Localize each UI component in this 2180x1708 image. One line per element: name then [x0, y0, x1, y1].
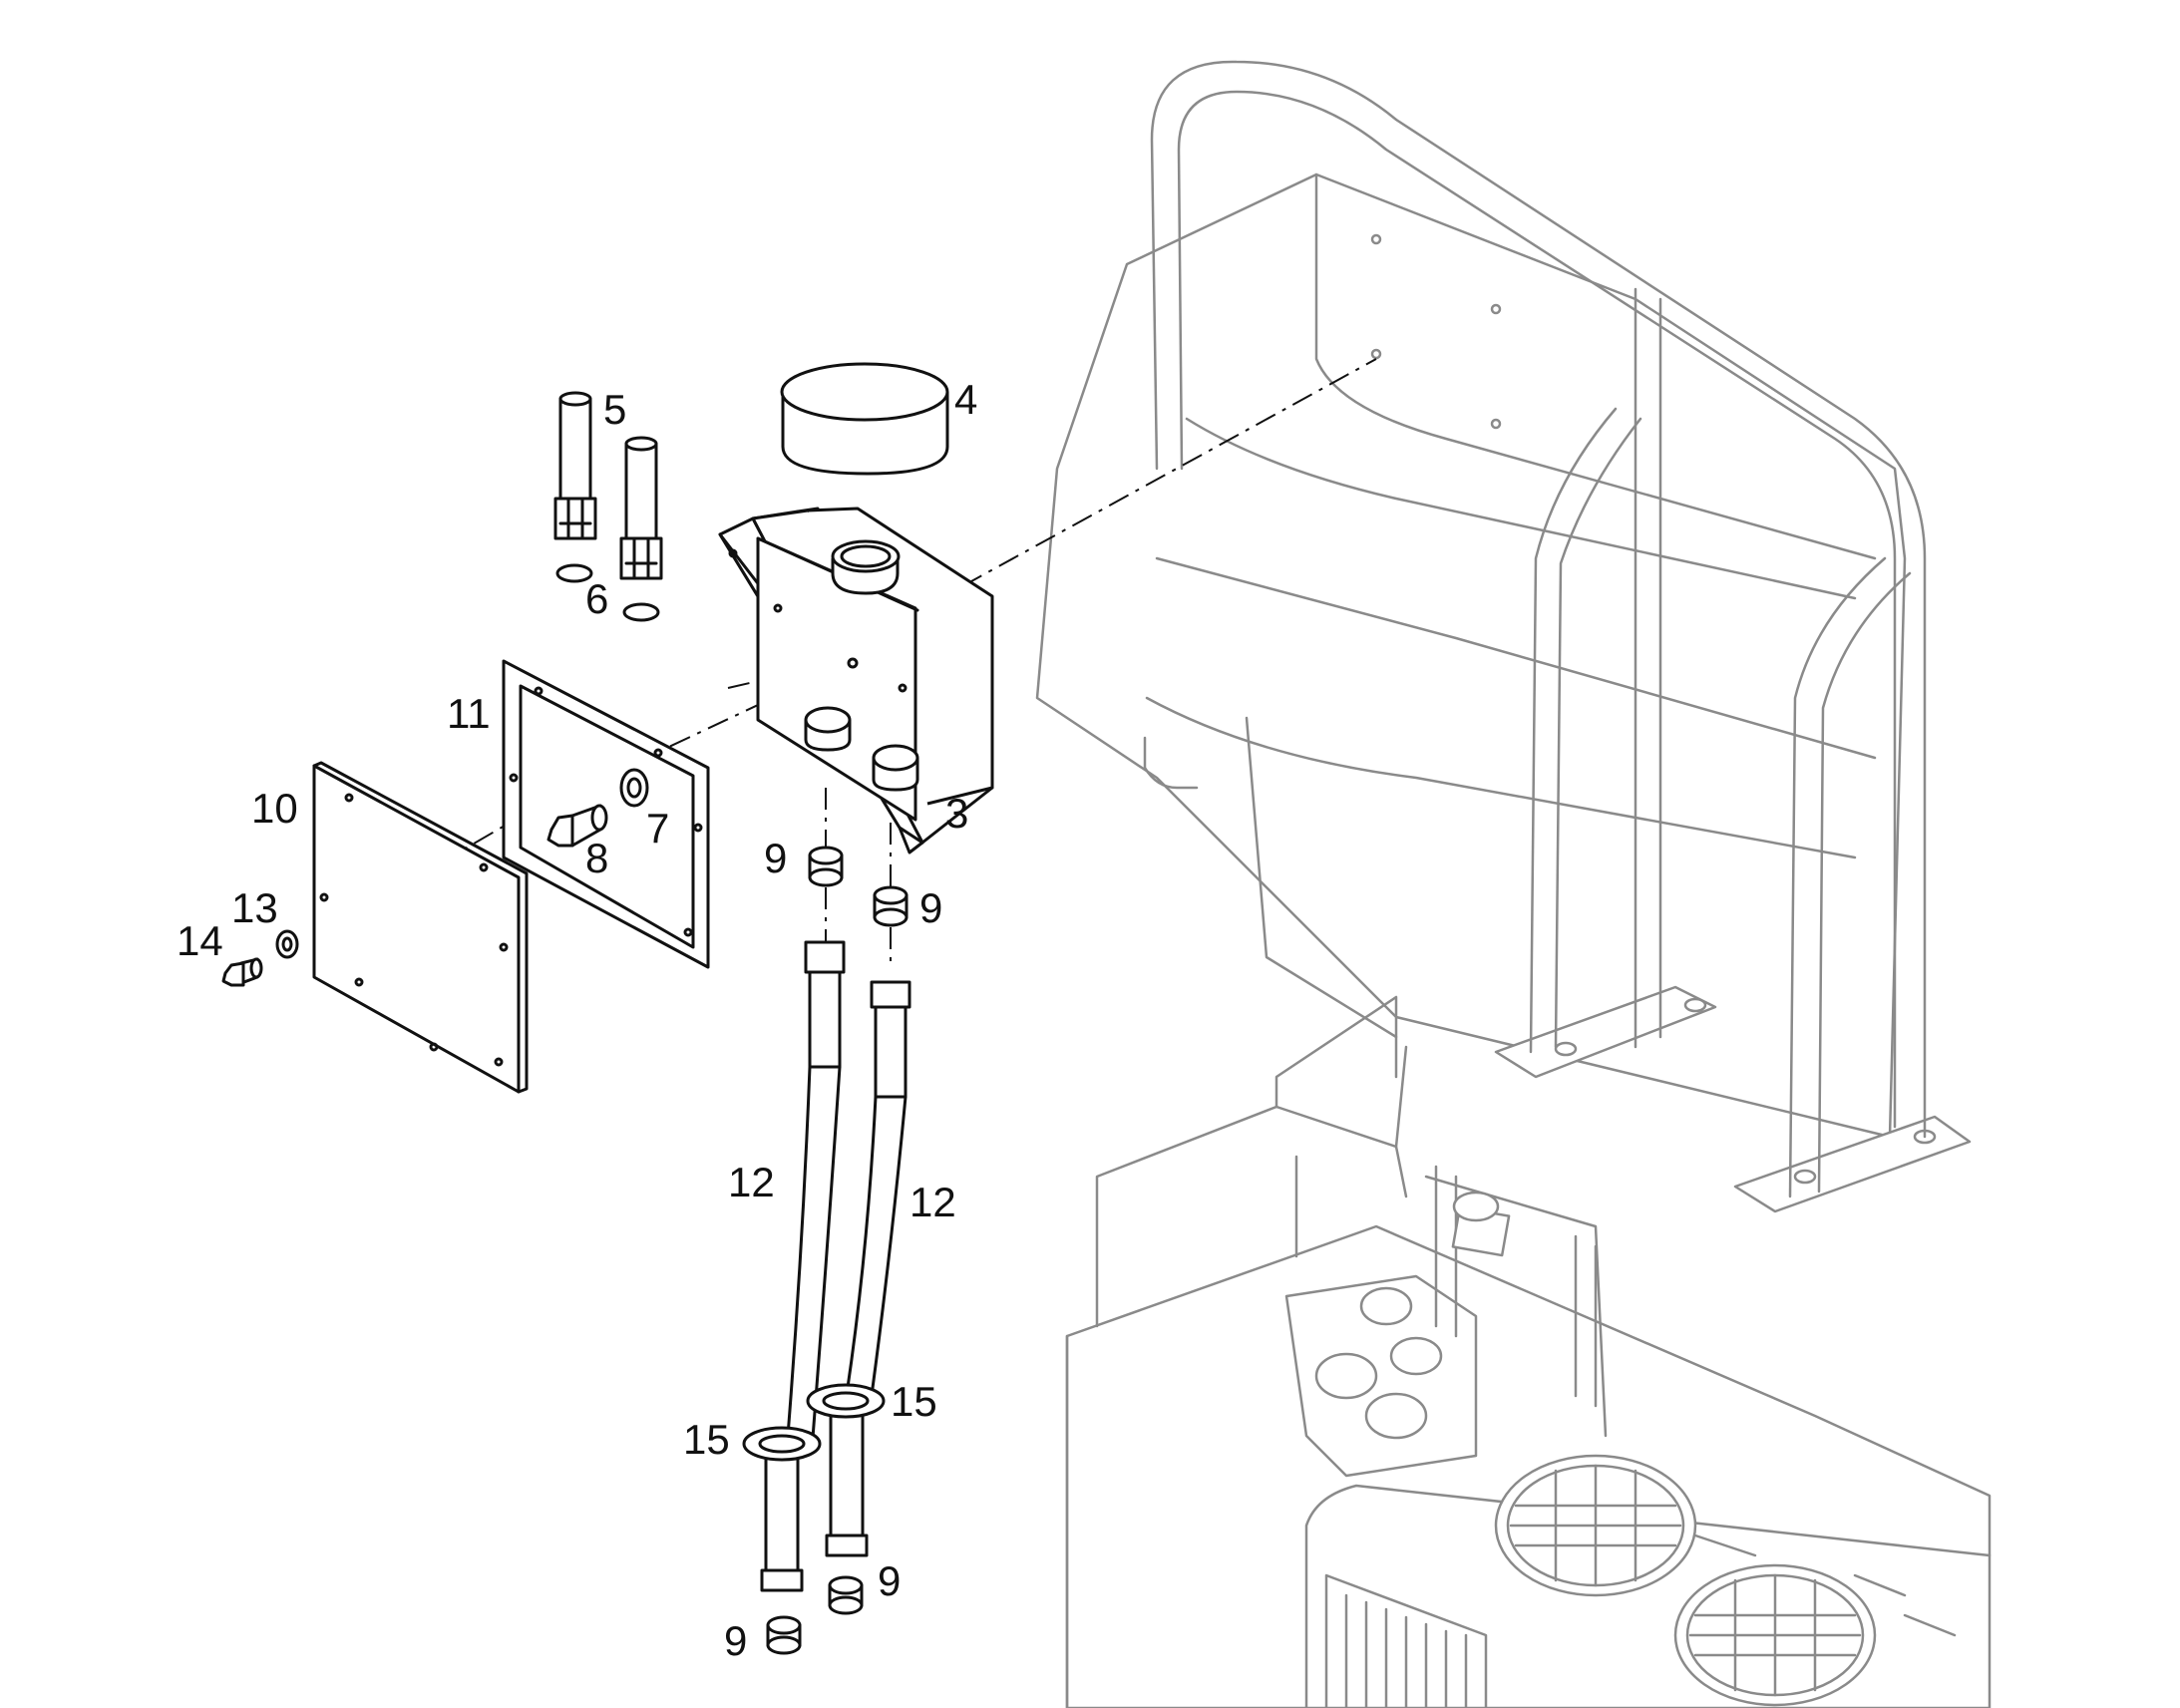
callout-6: 6: [585, 575, 608, 622]
callout-10: 10: [251, 785, 298, 832]
part-10-cover: [312, 761, 529, 1094]
callout-12b: 12: [909, 1179, 956, 1225]
callout-15b: 15: [891, 1378, 937, 1425]
callout-3: 3: [945, 790, 968, 837]
callout-14: 14: [177, 917, 223, 964]
callout-15a: 15: [683, 1416, 730, 1463]
machine-rear-context: [1035, 60, 1972, 1213]
callout-4: 4: [954, 376, 977, 423]
callout-9d: 9: [724, 1617, 747, 1664]
part-12-hoses: [760, 940, 911, 1592]
part-14-bolt: [221, 957, 263, 987]
callout-5: 5: [603, 386, 626, 433]
callout-9c: 9: [878, 1557, 901, 1604]
part-6-orings: [555, 563, 660, 622]
callout-8: 8: [585, 835, 608, 881]
callout-13: 13: [231, 884, 278, 931]
part-3-housing: [718, 507, 994, 854]
part-9-adapters: [766, 846, 908, 1655]
callout-7: 7: [646, 805, 669, 852]
machine-front-context: [1065, 995, 1992, 1708]
part-4-cap: [780, 362, 949, 476]
callout-12a: 12: [728, 1159, 775, 1205]
part-8-plug: [546, 804, 608, 848]
part-13-washer: [275, 929, 299, 959]
part-15-grommets: [742, 1383, 886, 1462]
callout-9b: 9: [919, 884, 942, 931]
callout-11: 11: [447, 690, 491, 737]
part-5-breathers: [553, 391, 663, 580]
callout-9a: 9: [764, 835, 787, 881]
part-7-seal: [619, 768, 649, 808]
callouts: 3 4 5 6 7 8 9 9 9 9 10 11 12 12 13 14 15…: [177, 376, 977, 1664]
